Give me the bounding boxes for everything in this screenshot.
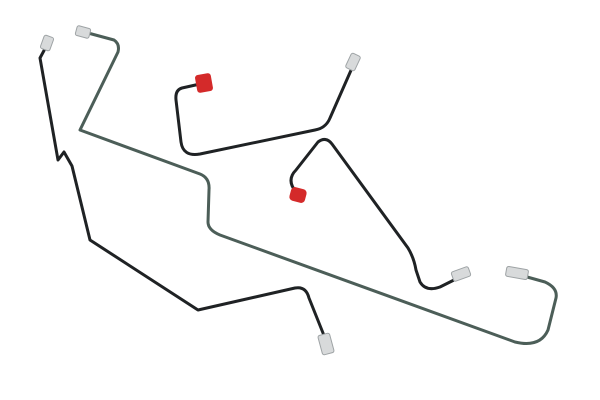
fitting-left-bottom xyxy=(317,332,335,356)
fitting-coated-top xyxy=(74,25,92,39)
fitting-left-top xyxy=(39,34,55,52)
brake-line-left xyxy=(38,43,327,340)
brake-line-right xyxy=(289,137,460,291)
brake-line-long-coated xyxy=(78,31,558,345)
brake-line-upper-middle xyxy=(174,66,354,156)
fitting-coated-right xyxy=(505,265,529,281)
fitting-right xyxy=(450,266,472,282)
fitting-upper-middle xyxy=(345,52,361,72)
red-cap-upper xyxy=(195,73,213,93)
red-cap-right xyxy=(289,187,307,203)
fittings xyxy=(39,25,529,356)
